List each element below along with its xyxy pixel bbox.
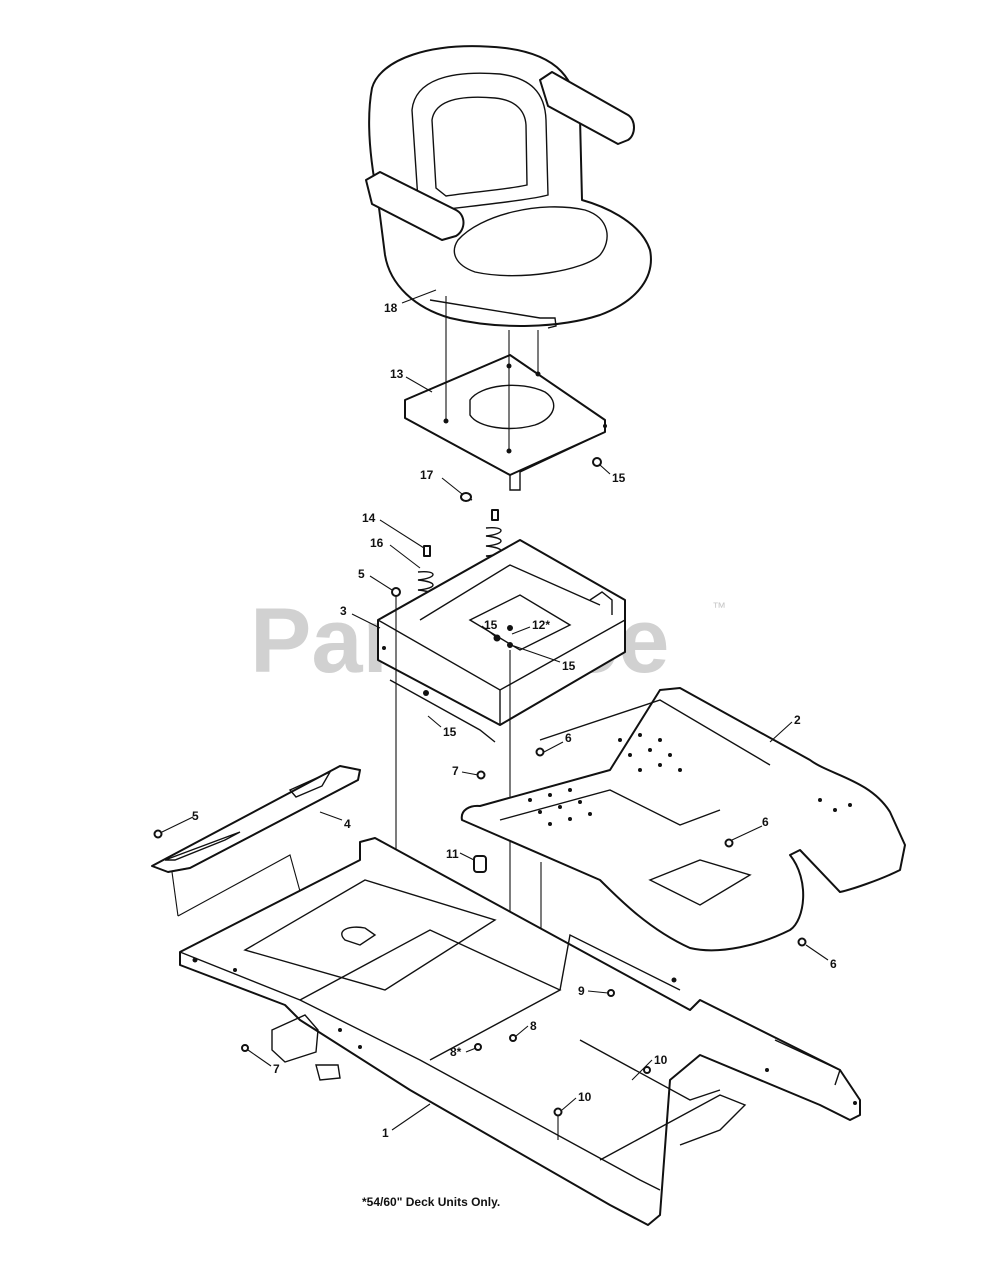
callouts: 18 13 17 15 14 16 5 3 15 12* 15 15 2 6 7… xyxy=(192,301,837,1140)
callout-7: 7 xyxy=(452,764,459,778)
callout-12: 12* xyxy=(532,618,550,632)
callout-3: 3 xyxy=(340,604,347,618)
callout-10: 10 xyxy=(578,1090,592,1104)
callout-10: 10 xyxy=(654,1053,668,1067)
leader-lines xyxy=(161,289,829,1131)
callout-1: 1 xyxy=(382,1126,389,1140)
callout-8: 8 xyxy=(530,1019,537,1033)
callout-5: 5 xyxy=(358,567,365,581)
bolts-6[interactable] xyxy=(535,747,807,947)
callout-14: 14 xyxy=(362,511,376,525)
bolt-5-top[interactable] xyxy=(391,587,401,597)
seat[interactable] xyxy=(365,45,652,329)
callout-4: 4 xyxy=(344,817,351,831)
callout-2: 2 xyxy=(794,713,801,727)
footnote: *54/60" Deck Units Only. xyxy=(362,1195,500,1209)
tread-pattern xyxy=(528,733,852,826)
callout-9: 9 xyxy=(578,984,585,998)
callout-6: 6 xyxy=(762,815,769,829)
bolt-7-top[interactable] xyxy=(476,770,486,780)
nut-15-top[interactable] xyxy=(592,457,602,467)
cover-plate[interactable] xyxy=(151,765,361,873)
callout-13: 13 xyxy=(390,367,404,381)
callout-17: 17 xyxy=(420,468,434,482)
bolt-5-left[interactable] xyxy=(153,829,163,839)
callout-8-star: 8* xyxy=(450,1045,462,1059)
callout-15: 15 xyxy=(562,659,576,673)
callout-6: 6 xyxy=(830,957,837,971)
seat-mounting-plate[interactable] xyxy=(404,354,607,491)
callout-18: 18 xyxy=(384,301,398,315)
callout-15: 15 xyxy=(443,725,457,739)
callout-7: 7 xyxy=(273,1062,280,1076)
watermark-trademark: ™ xyxy=(712,599,726,615)
bolt-17[interactable] xyxy=(460,492,473,502)
callout-5: 5 xyxy=(192,809,199,823)
seat-bracket[interactable] xyxy=(377,539,626,743)
callout-16: 16 xyxy=(370,536,384,550)
callout-15: 15 xyxy=(484,618,498,632)
callout-15: 15 xyxy=(612,471,626,485)
spacer[interactable] xyxy=(473,855,487,873)
floor-pan[interactable] xyxy=(460,687,906,952)
main-frame[interactable] xyxy=(179,837,861,1226)
callout-11: 11 xyxy=(446,847,459,861)
callout-6: 6 xyxy=(565,731,572,745)
